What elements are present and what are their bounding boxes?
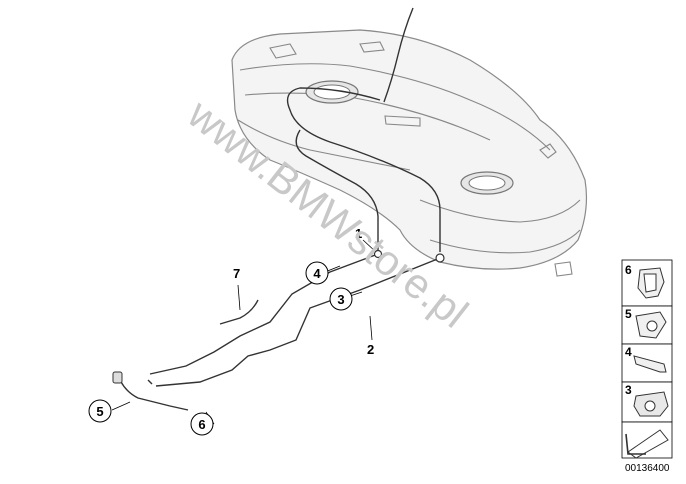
callout-1: 1 [355,226,362,241]
callout-leaders [111,239,377,425]
callout-4: 4 [313,266,321,281]
callout-6-badge: 6 [190,412,214,436]
callout-5: 5 [96,404,103,419]
arrow-icon [625,429,669,459]
vent-hose [383,7,414,103]
fuel-pump-right [460,171,514,195]
fuel-line-6 [112,371,189,411]
callout-4-badge: 4 [305,261,329,285]
document-number: 00136400 [625,463,670,474]
legend-item-4 [621,343,673,383]
clip-icon-6 [637,267,665,299]
callout-5-badge: 5 [88,399,112,423]
callout-3-badge: 3 [329,287,353,311]
legend-panel: 6 5 4 3 00136400 [621,259,673,474]
tank-line-lower [295,129,379,252]
callout-2: 2 [367,342,374,357]
callout-3: 3 [337,292,344,307]
clip-icon-5 [635,311,667,339]
holder-icon-3 [633,391,669,417]
legend-number-4: 4 [625,345,632,359]
legend-number-5: 5 [625,307,632,321]
bracket-icon-4 [633,355,667,373]
legend-number-3: 3 [625,383,632,397]
callout-6: 6 [198,417,205,432]
tank-line-upper [286,87,441,252]
fuel-line-return [149,249,383,375]
fuel-line-7 [219,299,259,325]
legend-number-6: 6 [625,263,632,277]
callout-7: 7 [233,266,240,281]
fuel-pump-left [305,80,359,104]
